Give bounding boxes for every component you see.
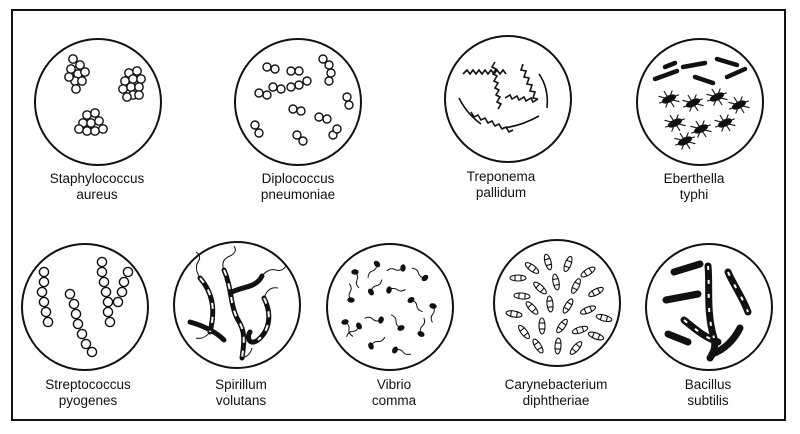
label-spirillum-volutans: Spirillum volutans [156, 377, 326, 409]
label-diplococcus-pneumoniae: Diplococcus pneumoniae [213, 171, 383, 203]
label-line-1: Vibrio [376, 377, 412, 392]
label-line-2: typhi [679, 187, 709, 202]
label-carynebacterium-diphtheriae: Carynebacterium diphtheriae [471, 377, 641, 409]
label-line-1: Streptococcus [45, 377, 131, 392]
figure-frame [11, 9, 786, 421]
bacillus-subtilis-illustration [645, 243, 773, 371]
label-line-2: pallidum [475, 185, 527, 200]
label-line-1: Spirillum [215, 377, 267, 392]
label-line-2: aureus [76, 187, 118, 202]
diplococcus-pneumoniae-illustration [234, 38, 362, 166]
label-line-2: pneumoniae [260, 187, 336, 202]
vibrio-comma-illustration [326, 243, 454, 371]
label-line-2: diphtheriae [522, 393, 590, 408]
eberthella-typhi-illustration [636, 38, 764, 166]
label-eberthella-typhi: Eberthella typhi [609, 171, 779, 203]
label-vibrio-comma: Vibrio comma [309, 377, 479, 409]
label-line-1: Staphylococcus [49, 171, 145, 186]
label-line-2: subtilis [687, 393, 729, 408]
label-line-2: pyogenes [58, 393, 118, 408]
label-line-1: Carynebacterium [504, 377, 608, 392]
spirillum-volutans-illustration [173, 241, 301, 369]
label-line-2: volutans [215, 393, 267, 408]
label-staphylococcus-aureus: Staphylococcus aureus [12, 171, 182, 203]
label-line-1: Bacillus [684, 377, 732, 392]
label-line-1: Diplococcus [261, 171, 335, 186]
label-line-1: Treponema [466, 169, 536, 184]
label-line-2: comma [371, 393, 417, 408]
label-treponema-pallidum: Treponema pallidum [416, 169, 586, 201]
label-line-1: Eberthella [663, 171, 725, 186]
treponema-pallidum-illustration [444, 35, 572, 163]
staphylococcus-aureus-illustration [34, 38, 162, 166]
label-streptococcus-pyogenes: Streptococcus pyogenes [3, 377, 173, 409]
carynebacterium-diphtheriae-illustration [493, 239, 621, 367]
streptococcus-pyogenes-illustration [21, 243, 149, 371]
label-bacillus-subtilis: Bacillus subtilis [623, 377, 793, 409]
